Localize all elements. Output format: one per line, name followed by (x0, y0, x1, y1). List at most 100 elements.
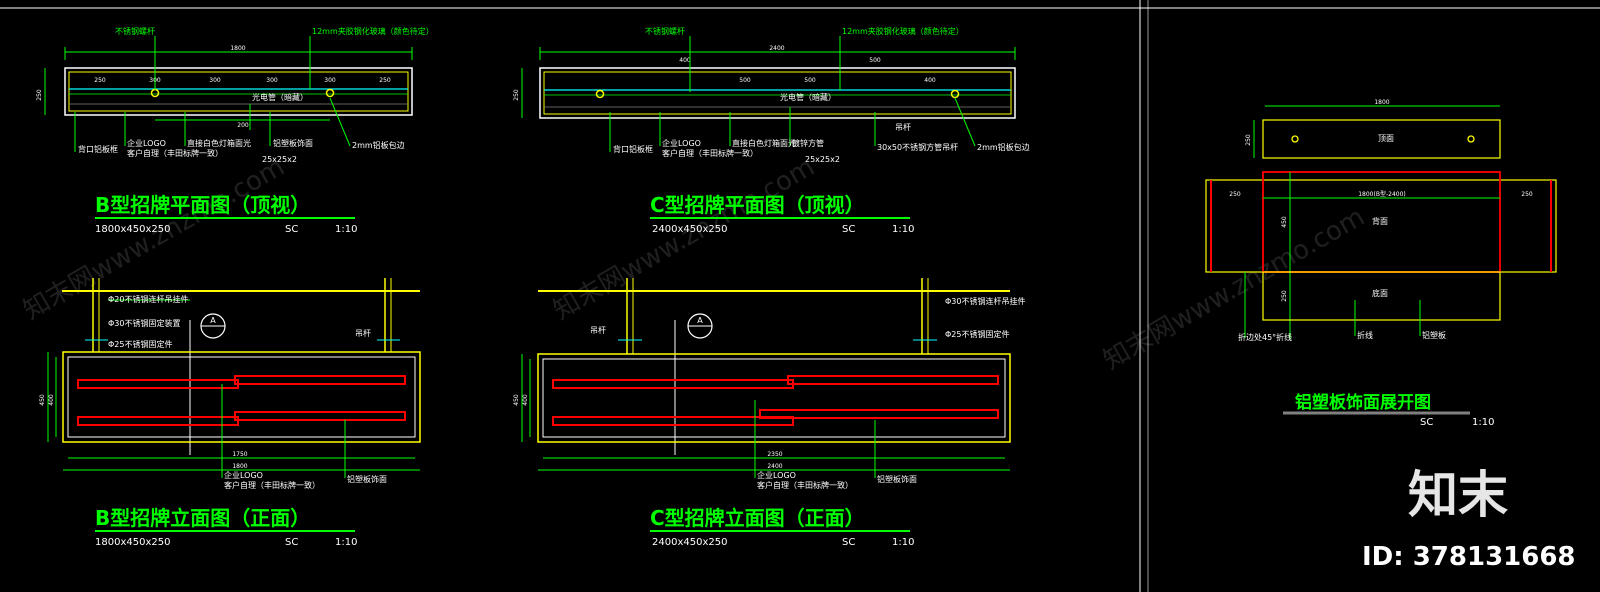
unfold-note: 折线 (1357, 330, 1373, 340)
unfold-view: 1800 250 顶面 1800(B型-2400) 250 250 450 背面… (1205, 99, 1557, 428)
b-elev-title: B型招牌立面图（正面） (95, 506, 310, 530)
c-elevation-view: Φ30不锈钢连杆吊挂件 Φ25不锈钢固定件 吊杆 A 450 400 2350 … (513, 278, 1025, 548)
b-plan-sc: SC (285, 224, 298, 235)
unfold-mid-dim: 1800(B型-2400) (1358, 190, 1406, 198)
seg-dim: 500 (739, 77, 751, 84)
c-plan-note: 背口铝板框 (613, 144, 653, 154)
leader-line (329, 97, 351, 147)
c-elev-note: 吊杆 (590, 325, 606, 335)
c-plan-spec: 2400x450x250 (652, 224, 727, 235)
c-plan-rod (595, 89, 605, 99)
watermark-ghost: 知末网www.znzmo.com (549, 152, 820, 326)
b-plan-mid-dim: 200 (237, 122, 249, 129)
b-plan-note: 光电管（暗藏） (252, 92, 308, 102)
unfold-hole (1467, 135, 1475, 143)
c-plan-note: 30x50不锈钢方管吊杆 (877, 142, 958, 152)
unfold-top-h: 250 (1245, 134, 1252, 146)
b-plan-note: 12mm夹胶钢化玻璃（颜色待定） (312, 26, 434, 36)
b-plan-note: 2mm铝板包边 (352, 140, 405, 150)
c-elev-scale: 1:10 (892, 537, 914, 548)
b-elev-logo-strip (77, 416, 239, 426)
unfold-top-label: 顶面 (1378, 134, 1394, 143)
b-plan-scale: 1:10 (335, 224, 357, 235)
unfold-side-right: 250 (1521, 191, 1533, 198)
c-elev-inner-box (542, 358, 1006, 438)
b-elev-note: 企业LOGO (224, 470, 263, 480)
unfold-side-left: 250 (1229, 191, 1241, 198)
c-plan-sc: SC (842, 224, 855, 235)
unfold-scale: 1:10 (1472, 417, 1494, 428)
c-plan-rod (950, 89, 960, 99)
b-elevation-view: Φ20不锈钢连杆吊挂件 Φ30不锈钢固定装置 Φ25不锈钢固定件 吊杆 A 45… (39, 278, 421, 548)
seg-dim: 300 (209, 77, 221, 84)
b-plan-note: 客户自理（丰田标牌一致） (127, 148, 223, 158)
b-elev-note: Φ20不锈钢连杆吊挂件 (108, 294, 188, 304)
c-elev-logo-strip (787, 375, 999, 385)
watermark-ghost: 知末网www.znzmo.com (1099, 202, 1370, 376)
c-elev-note: 铝塑板饰面 (877, 474, 917, 484)
c-plan-inner-box (543, 71, 1012, 115)
c-plan-overall-dim: 2400 (769, 45, 784, 52)
b-plan-segment-dims: 250 300 300 300 300 250 (94, 77, 391, 84)
unfold-face-h: 450 (1281, 216, 1288, 228)
c-elev-logo-strip (552, 416, 794, 426)
c-elev-height-outer: 450 (513, 394, 520, 406)
c-elev-sc: SC (842, 537, 855, 548)
b-elev-note: 吊杆 (355, 328, 371, 338)
c-plan-note: 镀锌方管 (792, 138, 824, 148)
b-plan-note: 不锈钢螺杆 (115, 26, 155, 36)
b-elev-note: Φ30不锈钢固定装置 (108, 318, 180, 328)
unfold-bottom-label: 底面 (1372, 288, 1388, 298)
b-plan-note: 25x25x2 (262, 155, 297, 164)
b-elev-height-outer: 450 (39, 394, 46, 406)
b-elev-scale: 1:10 (335, 537, 357, 548)
b-elev-note: Φ25不锈钢固定件 (108, 339, 172, 349)
c-plan-note: 光电管（暗藏） (780, 92, 836, 102)
b-elev-section-tag: A (210, 316, 216, 325)
b-plan-view: 1800 250 250 300 300 300 300 250 200 不锈钢… (36, 26, 434, 235)
b-plan-rod (150, 88, 160, 98)
b-elev-overall-dim: 1800 (232, 463, 247, 470)
seg-dim: 250 (379, 77, 391, 84)
c-plan-note: 吊杆 (895, 122, 911, 132)
b-plan-spec: 1800x450x250 (95, 224, 170, 235)
b-plan-note: 背口铝板框 (78, 144, 118, 154)
b-elev-inner-dim: 1750 (232, 451, 247, 458)
b-elev-inner-box (67, 356, 416, 438)
c-elev-logo-strip (759, 409, 999, 419)
c-plan-note: 12mm夹胶钢化玻璃（颜色待定） (842, 26, 964, 36)
c-elev-note: 企业LOGO (757, 470, 796, 480)
b-elev-note: 客户自理（丰田标牌一致） (224, 480, 320, 490)
seg-dim: 400 (924, 77, 936, 84)
seg-dim: 300 (324, 77, 336, 84)
b-plan-height-dim: 250 (36, 89, 43, 101)
b-elev-logo-strip (234, 375, 406, 385)
c-plan-note: 25x25x2 (805, 155, 840, 164)
seg-dim: 500 (869, 57, 881, 64)
b-plan-title: B型招牌平面图（顶视） (95, 193, 310, 217)
c-plan-note: 2mm铝板包边 (977, 142, 1030, 152)
b-plan-note: 直接白色灯箱面光 (187, 138, 251, 148)
seg-dim: 250 (94, 77, 106, 84)
c-elev-overall-dim: 2400 (767, 463, 782, 470)
unfold-face-label: 背面 (1372, 216, 1388, 226)
unfold-sc: SC (1420, 417, 1433, 428)
b-plan-overall-dim: 1800 (230, 45, 245, 52)
c-elev-note: Φ25不锈钢固定件 (945, 329, 1009, 339)
c-elev-section-tag: A (697, 316, 703, 325)
c-elev-inner-dim: 2350 (767, 451, 782, 458)
c-plan-view: 2400 250 400 500 500 500 400 不锈钢螺杆 12mm夹… (513, 26, 1030, 235)
c-plan-note: 客户自理（丰田标牌一致） (662, 148, 758, 158)
b-elev-sc: SC (285, 537, 298, 548)
c-plan-outer-box (539, 67, 1016, 119)
b-plan-outer-box (64, 67, 413, 116)
b-plan-inner-box (68, 71, 409, 112)
c-plan-note: 直接白色灯箱面光 (732, 138, 796, 148)
unfold-note: 折边处45°折线 (1238, 332, 1292, 342)
b-plan-rod (325, 88, 335, 98)
seg-dim: 500 (804, 77, 816, 84)
unfold-bottom-face (1262, 271, 1501, 321)
c-plan-height-dim: 250 (513, 89, 520, 101)
c-elev-spec: 2400x450x250 (652, 537, 727, 548)
